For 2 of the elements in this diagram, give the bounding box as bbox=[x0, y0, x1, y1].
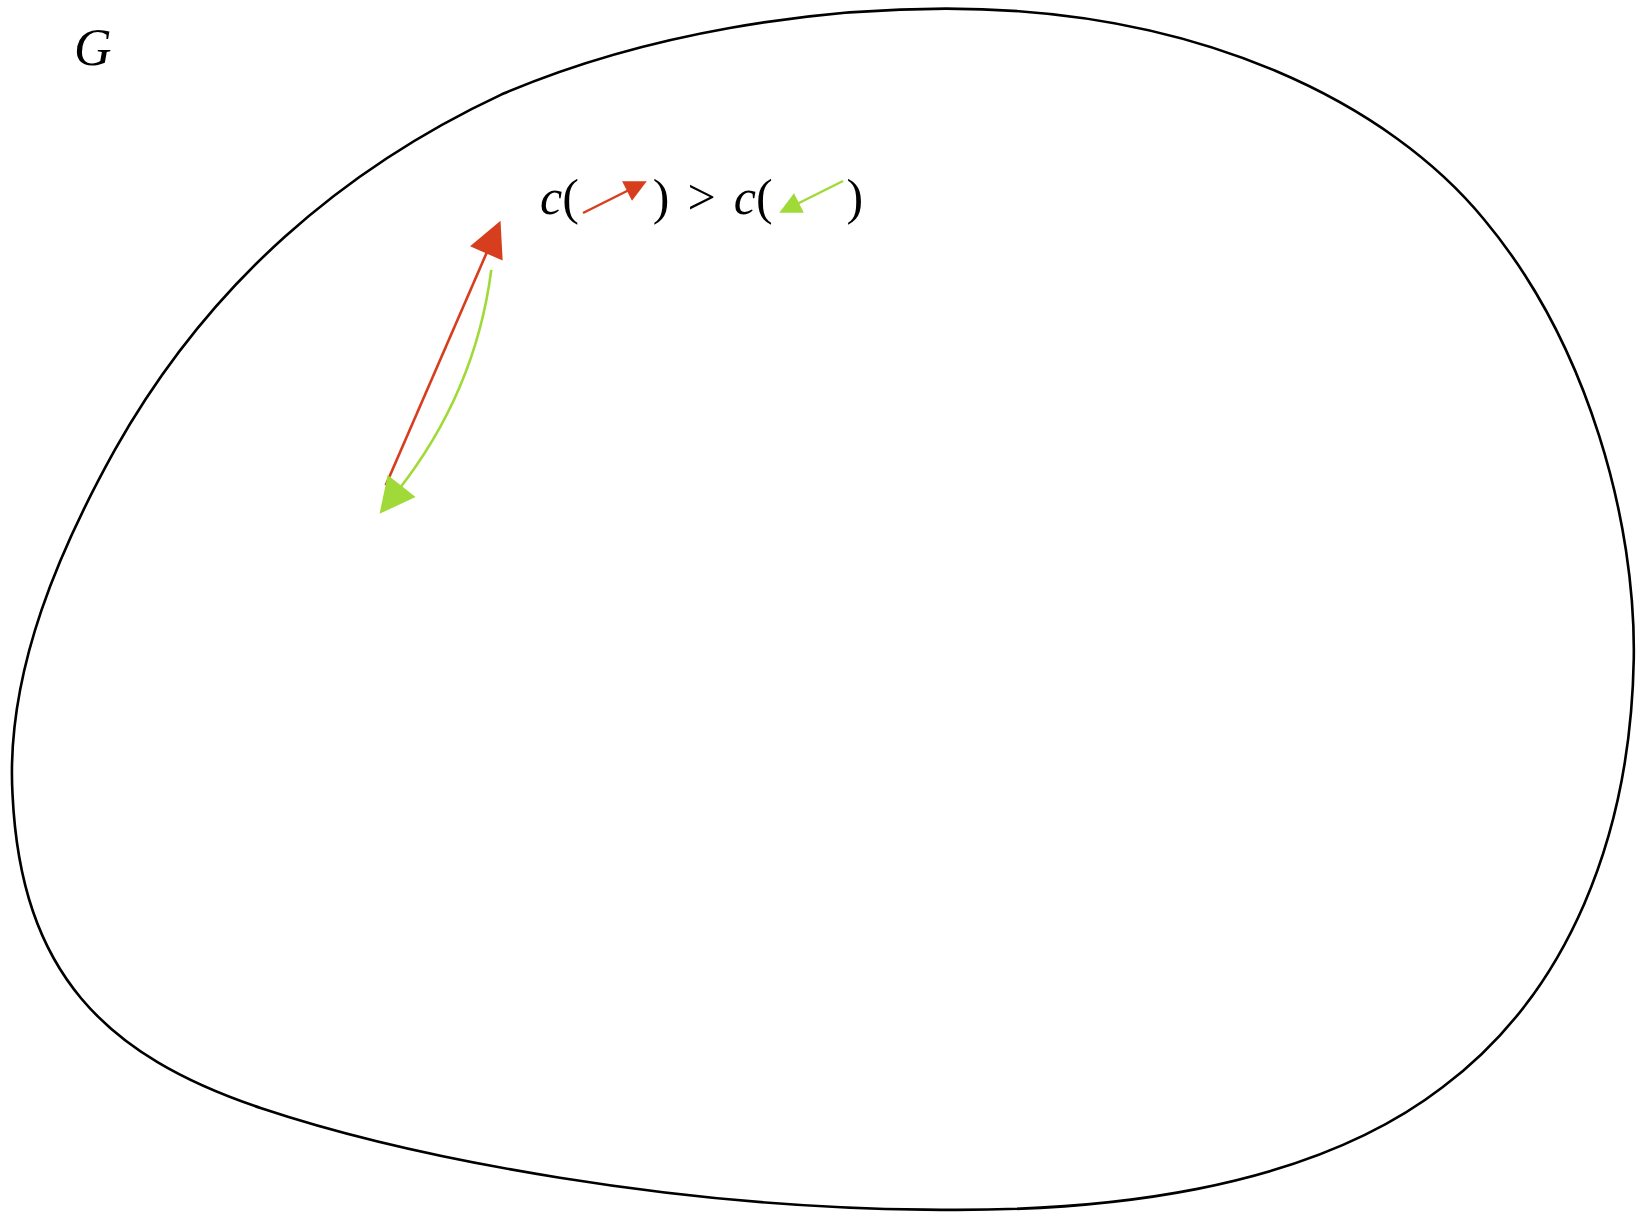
region-label: G bbox=[74, 18, 112, 77]
math-symbol: > bbox=[687, 172, 716, 222]
